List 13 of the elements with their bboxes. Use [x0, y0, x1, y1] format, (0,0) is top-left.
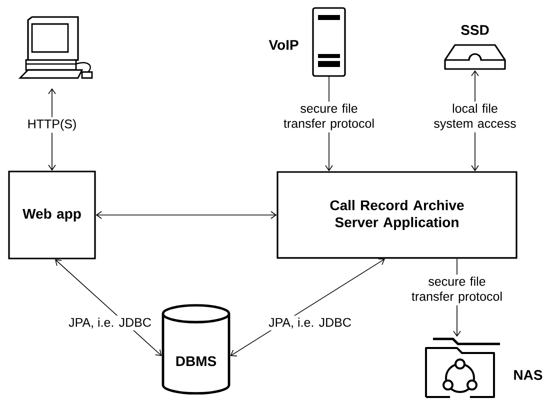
edge-label: JPA, i.e. JDBC [66, 316, 154, 330]
edge-label: JPA, i.e. JDBC [266, 316, 354, 330]
node-label: VoIP [268, 40, 298, 50]
process-box: Web app [8, 170, 96, 260]
process-box: Call Record Archive Server Application [276, 171, 518, 259]
node-label: SSD [461, 25, 489, 35]
node-label: NAS [514, 370, 542, 380]
edge-label: HTTP(S) [25, 117, 79, 133]
edge-label: local file system access [423, 102, 527, 132]
edge-label: secure file transfer protocol [272, 102, 386, 132]
edge-label: secure file transfer protocol [400, 274, 514, 306]
arrow [96, 211, 277, 219]
database-cylinder: DBMS [162, 304, 230, 395]
